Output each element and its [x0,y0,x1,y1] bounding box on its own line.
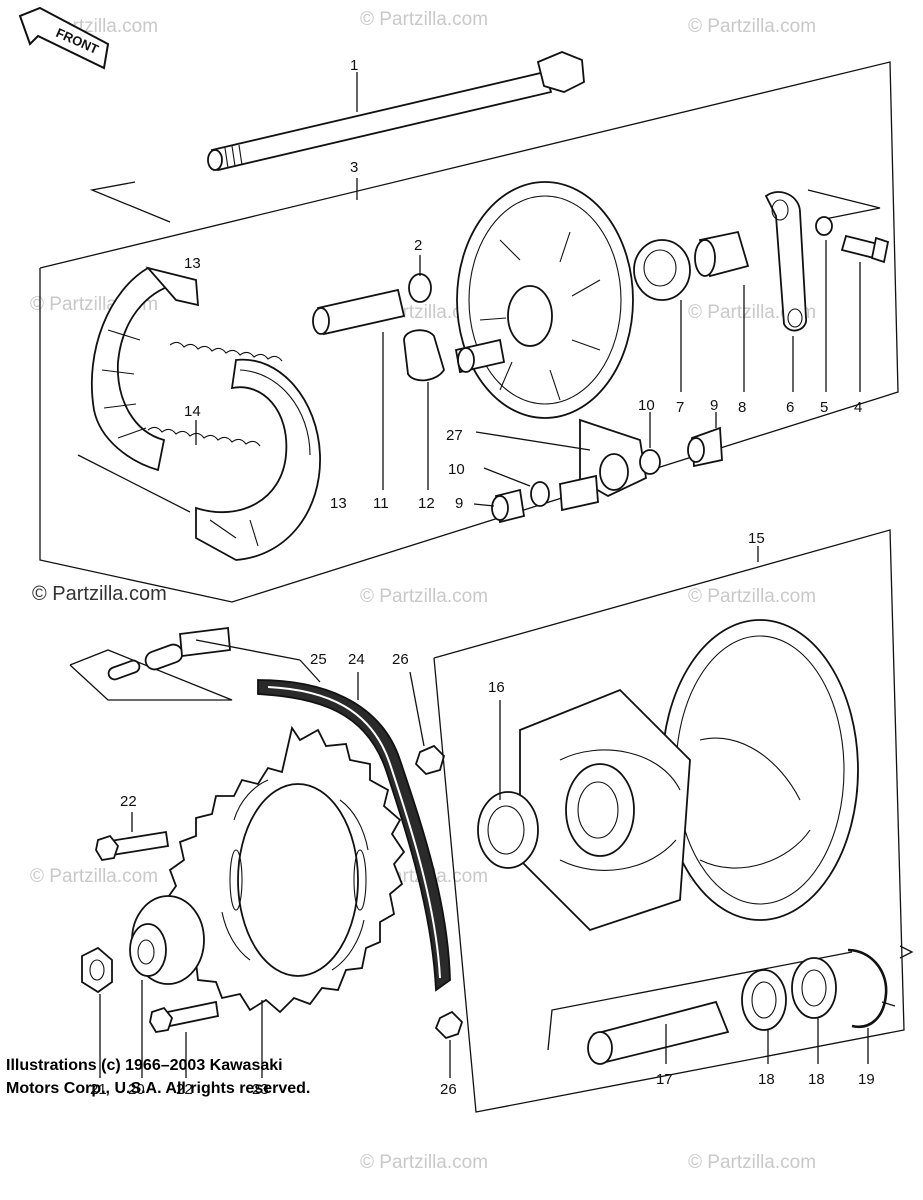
watermark: © Partzilla.com [360,586,488,607]
callout-22-lower: 22 [176,1081,193,1098]
watermark: © Partzilla.com [688,586,816,607]
rear-sprocket [164,725,406,1078]
callout-9-lower: 9 [455,495,463,512]
callout-5: 5 [820,399,828,416]
brake-panel [454,181,647,498]
callout-14: 14 [184,403,201,420]
callout-19: 19 [858,1071,875,1088]
callout-3: 3 [350,159,358,176]
callout-20: 20 [128,1081,145,1098]
brake-shoe-lower [195,358,321,561]
callout-11: 11 [373,495,389,512]
wheel-hub [477,619,859,932]
callout-21: 21 [90,1081,107,1098]
callout-4: 4 [854,399,862,416]
brake-springs [147,341,283,447]
sprocket-coupling [81,895,205,1078]
drive-chain [257,659,451,992]
callout-8: 8 [738,399,746,416]
copyright-line-1: Illustrations (c) 1966–2003 Kawasaki [6,1057,283,1074]
callout-18-right: 18 [808,1071,825,1088]
callout-17: 17 [656,1071,673,1088]
callout-27: 27 [446,427,463,444]
sprocket-bolts [95,812,220,1078]
callout-1: 1 [350,57,358,74]
callout-25: 25 [310,651,327,668]
callout-13-lower: 13 [330,495,347,512]
watermark: © Partzilla.com [30,866,158,887]
watermark: © Partzilla.com [360,9,488,30]
callout-26-upper: 26 [392,651,409,668]
watermark: © Partzilla.com [688,1152,816,1173]
callout-6: 6 [786,399,794,416]
copyright-line-2: Motors Corp., U.S.A. All rights reserved… [6,1080,311,1097]
axle-spacers [473,412,723,524]
brake-shoe-upper [90,266,199,472]
callout-12: 12 [418,495,435,512]
rear-axle [207,51,585,172]
callout-16: 16 [488,679,505,696]
callout-10-lower: 10 [448,461,465,478]
callout-13-upper: 13 [184,255,201,272]
callout-10-upper: 10 [638,397,655,414]
callout-23: 23 [252,1081,269,1098]
brake-hardware [633,191,890,392]
callout-18-left: 18 [758,1071,775,1088]
sprocket-nuts [409,671,464,1078]
callout-26-lower: 26 [440,1081,457,1098]
callout-labels: 1 2 3 4 5 6 7 8 9 9 10 10 11 12 13 13 14… [90,57,875,1098]
callout-7: 7 [676,399,684,416]
copyright-notice: Illustrations (c) 1966–2003 Kawasaki Mot… [6,1054,310,1100]
watermark: © Partzilla.com [688,16,816,37]
callout-9-upper: 9 [710,397,718,414]
hub-internals [587,948,888,1065]
brake-cam [312,255,445,490]
callout-24: 24 [348,651,365,668]
callout-15: 15 [748,530,765,547]
callout-22-upper: 22 [120,793,137,810]
watermark-dark: © Partzilla.com [32,583,167,605]
watermark: © Partzilla.com [360,1152,488,1173]
watermarks: © Partzilla.com © Partzilla.com © Partzi… [30,9,816,1173]
callout-2: 2 [414,237,422,254]
chain-master-link [69,626,301,701]
